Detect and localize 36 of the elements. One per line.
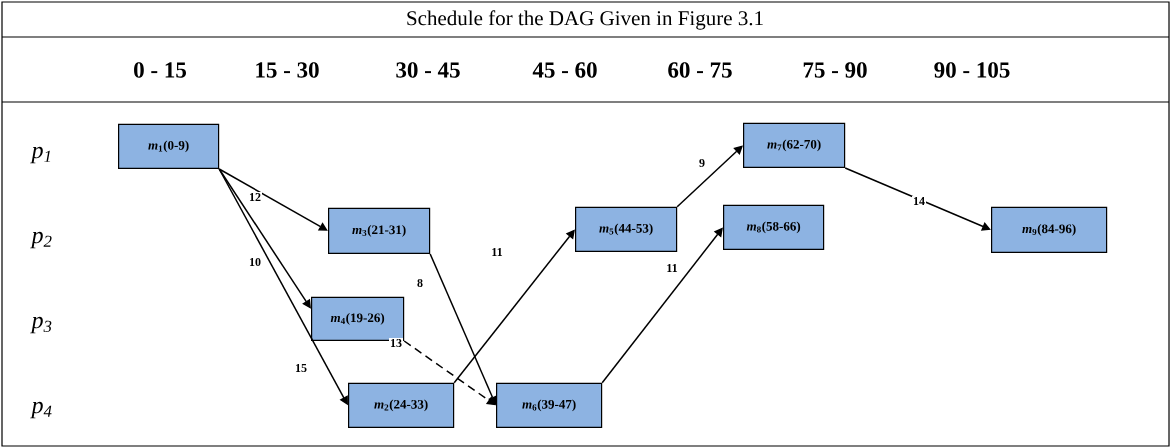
task-box: m$_{3}$(21-31) [328,207,431,254]
time-slot-header: 60 - 75 [668,62,732,78]
task-box: m$_{9}$(84-96) [991,206,1108,253]
arrow [676,145,743,208]
arrow [844,167,991,231]
processor-label: p$_{3}$ [30,316,52,334]
edge-label: 10 [248,256,262,268]
edge-label: 8 [416,277,424,289]
arrow [453,229,575,384]
edge-label: 15 [294,363,308,373]
time-slot-header: 45 - 60 [532,62,597,78]
processor-label: p$_{2}$ [30,231,52,249]
arrow [218,168,328,231]
edge-label: 13 [389,337,403,349]
processor-label: p$_{4}$ [30,401,52,419]
arrow [601,227,723,384]
time-slot-header: 0 - 15 [134,62,186,78]
table-title: Schedule for the DAG Given in Figure 3.1 [407,10,763,30]
edge-label: 11 [490,247,504,257]
edge-label: 9 [698,157,706,169]
time-slot-header: 75 - 90 [803,62,867,78]
task-box: m$_{1}$(0-9) [118,123,220,169]
edge-label: 14 [912,196,926,206]
time-slot-header: 90 - 105 [934,62,1010,78]
arrow [403,340,496,406]
task-box: m$_{7}$(62-70) [743,122,846,168]
edge-label: 11 [665,263,679,273]
processor-label: p$_{1}$ [30,146,51,164]
edge-label: 12 [248,192,262,202]
arrow [218,168,311,309]
time-slot-header: 30 - 45 [396,62,460,78]
task-box: m$_{5}$(44-53) [575,206,678,252]
task-box: m$_{8}$(58-66) [723,204,825,250]
task-box: m$_{2}$(24-33) [348,382,455,428]
task-box: m$_{6}$(39-47) [496,382,603,428]
time-slot-header: 15 - 30 [256,62,319,78]
